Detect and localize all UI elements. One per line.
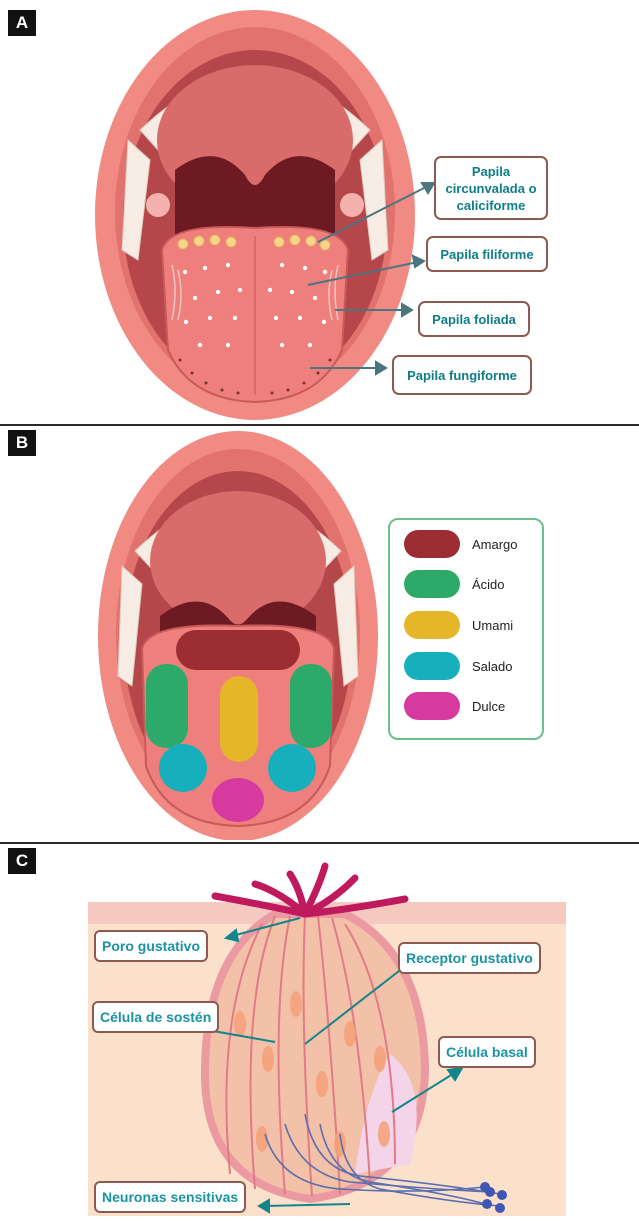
tonsil-left (146, 193, 170, 217)
zone-amargo (176, 630, 300, 670)
zone-salado-left (159, 744, 207, 792)
legend-label-umami: Umami (472, 618, 513, 633)
callout-poro-gustativo: Poro gustativo (94, 930, 208, 962)
zone-acido-left (146, 664, 188, 748)
panel-letter-b: B (8, 430, 36, 456)
callout-papila-foliada: Papila foliada (418, 301, 530, 337)
callout-celula-sosten: Célula de sostén (92, 1001, 219, 1033)
taste-bud-illustration (0, 844, 639, 1223)
taste-legend: Amargo Ácido Umami Salado Dulce (388, 518, 544, 740)
legend-swatch-salado (404, 652, 460, 680)
legend-item-salado: Salado (404, 652, 534, 682)
callout-receptor-gustativo: Receptor gustativo (398, 942, 541, 974)
panel-letter-c: C (8, 848, 36, 874)
legend-item-umami: Umami (404, 611, 534, 641)
zone-acido-right (290, 664, 332, 748)
legend-label-amargo: Amargo (472, 537, 518, 552)
legend-label-salado: Salado (472, 659, 512, 674)
callout-papila-fungiforme: Papila fungiforme (392, 355, 532, 395)
legend-swatch-amargo (404, 530, 460, 558)
panel-letter-a: A (8, 10, 36, 36)
legend-swatch-dulce (404, 692, 460, 720)
tonsil-right (340, 193, 364, 217)
callout-papila-filiforme: Papila filiforme (426, 236, 548, 272)
callout-papila-circunvalada: Papila circunvalada o caliciforme (434, 156, 548, 220)
callout-celula-basal: Célula basal (438, 1036, 536, 1068)
legend-label-dulce: Dulce (472, 699, 505, 714)
zone-salado-right (268, 744, 316, 792)
zone-dulce (212, 778, 264, 822)
zone-umami (220, 676, 258, 762)
legend-swatch-acido (404, 570, 460, 598)
legend-item-amargo: Amargo (404, 530, 534, 560)
panel-a: A Papila circunvalada o caliciforme Papi… (0, 0, 639, 420)
legend-item-dulce: Dulce (404, 692, 534, 722)
callout-neuronas-sensitivas: Neuronas sensitivas (94, 1181, 246, 1213)
legend-label-acido: Ácido (472, 577, 505, 592)
legend-swatch-umami (404, 611, 460, 639)
legend-item-acido: Ácido (404, 570, 534, 600)
panel-c: C Poro gustativo Receptor gustativo Célu… (0, 844, 639, 1223)
